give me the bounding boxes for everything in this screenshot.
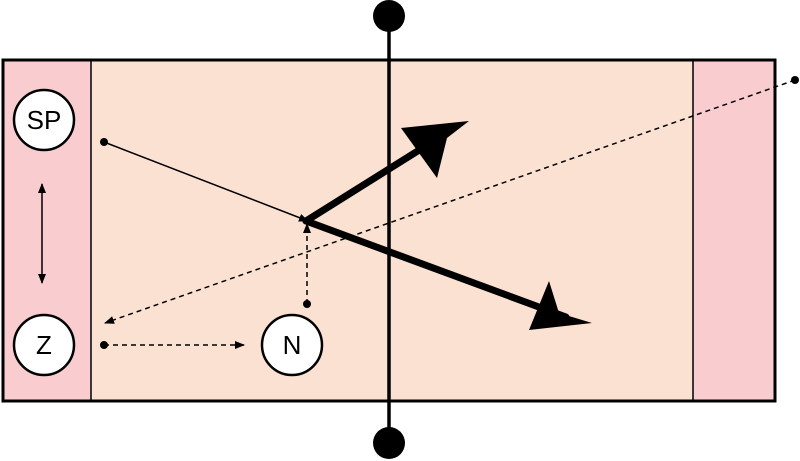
center-line-bottom-dot [373, 427, 405, 459]
thick-arrow-down-shaft [302, 217, 570, 321]
node-n: N [260, 313, 324, 377]
center-line-top-dot [373, 0, 405, 32]
sp-to-pivot-arrow [103, 141, 309, 222]
thick-arrow-up-head [401, 121, 469, 178]
node-n-label: N [283, 330, 302, 360]
node-sp: SP [12, 88, 76, 152]
right-to-z-dashed-arrow [104, 79, 796, 324]
node-z: Z [12, 313, 76, 377]
node-sp-label: SP [27, 105, 62, 135]
node-z-label: Z [36, 330, 52, 360]
thick-arrow-down-head [529, 281, 592, 330]
